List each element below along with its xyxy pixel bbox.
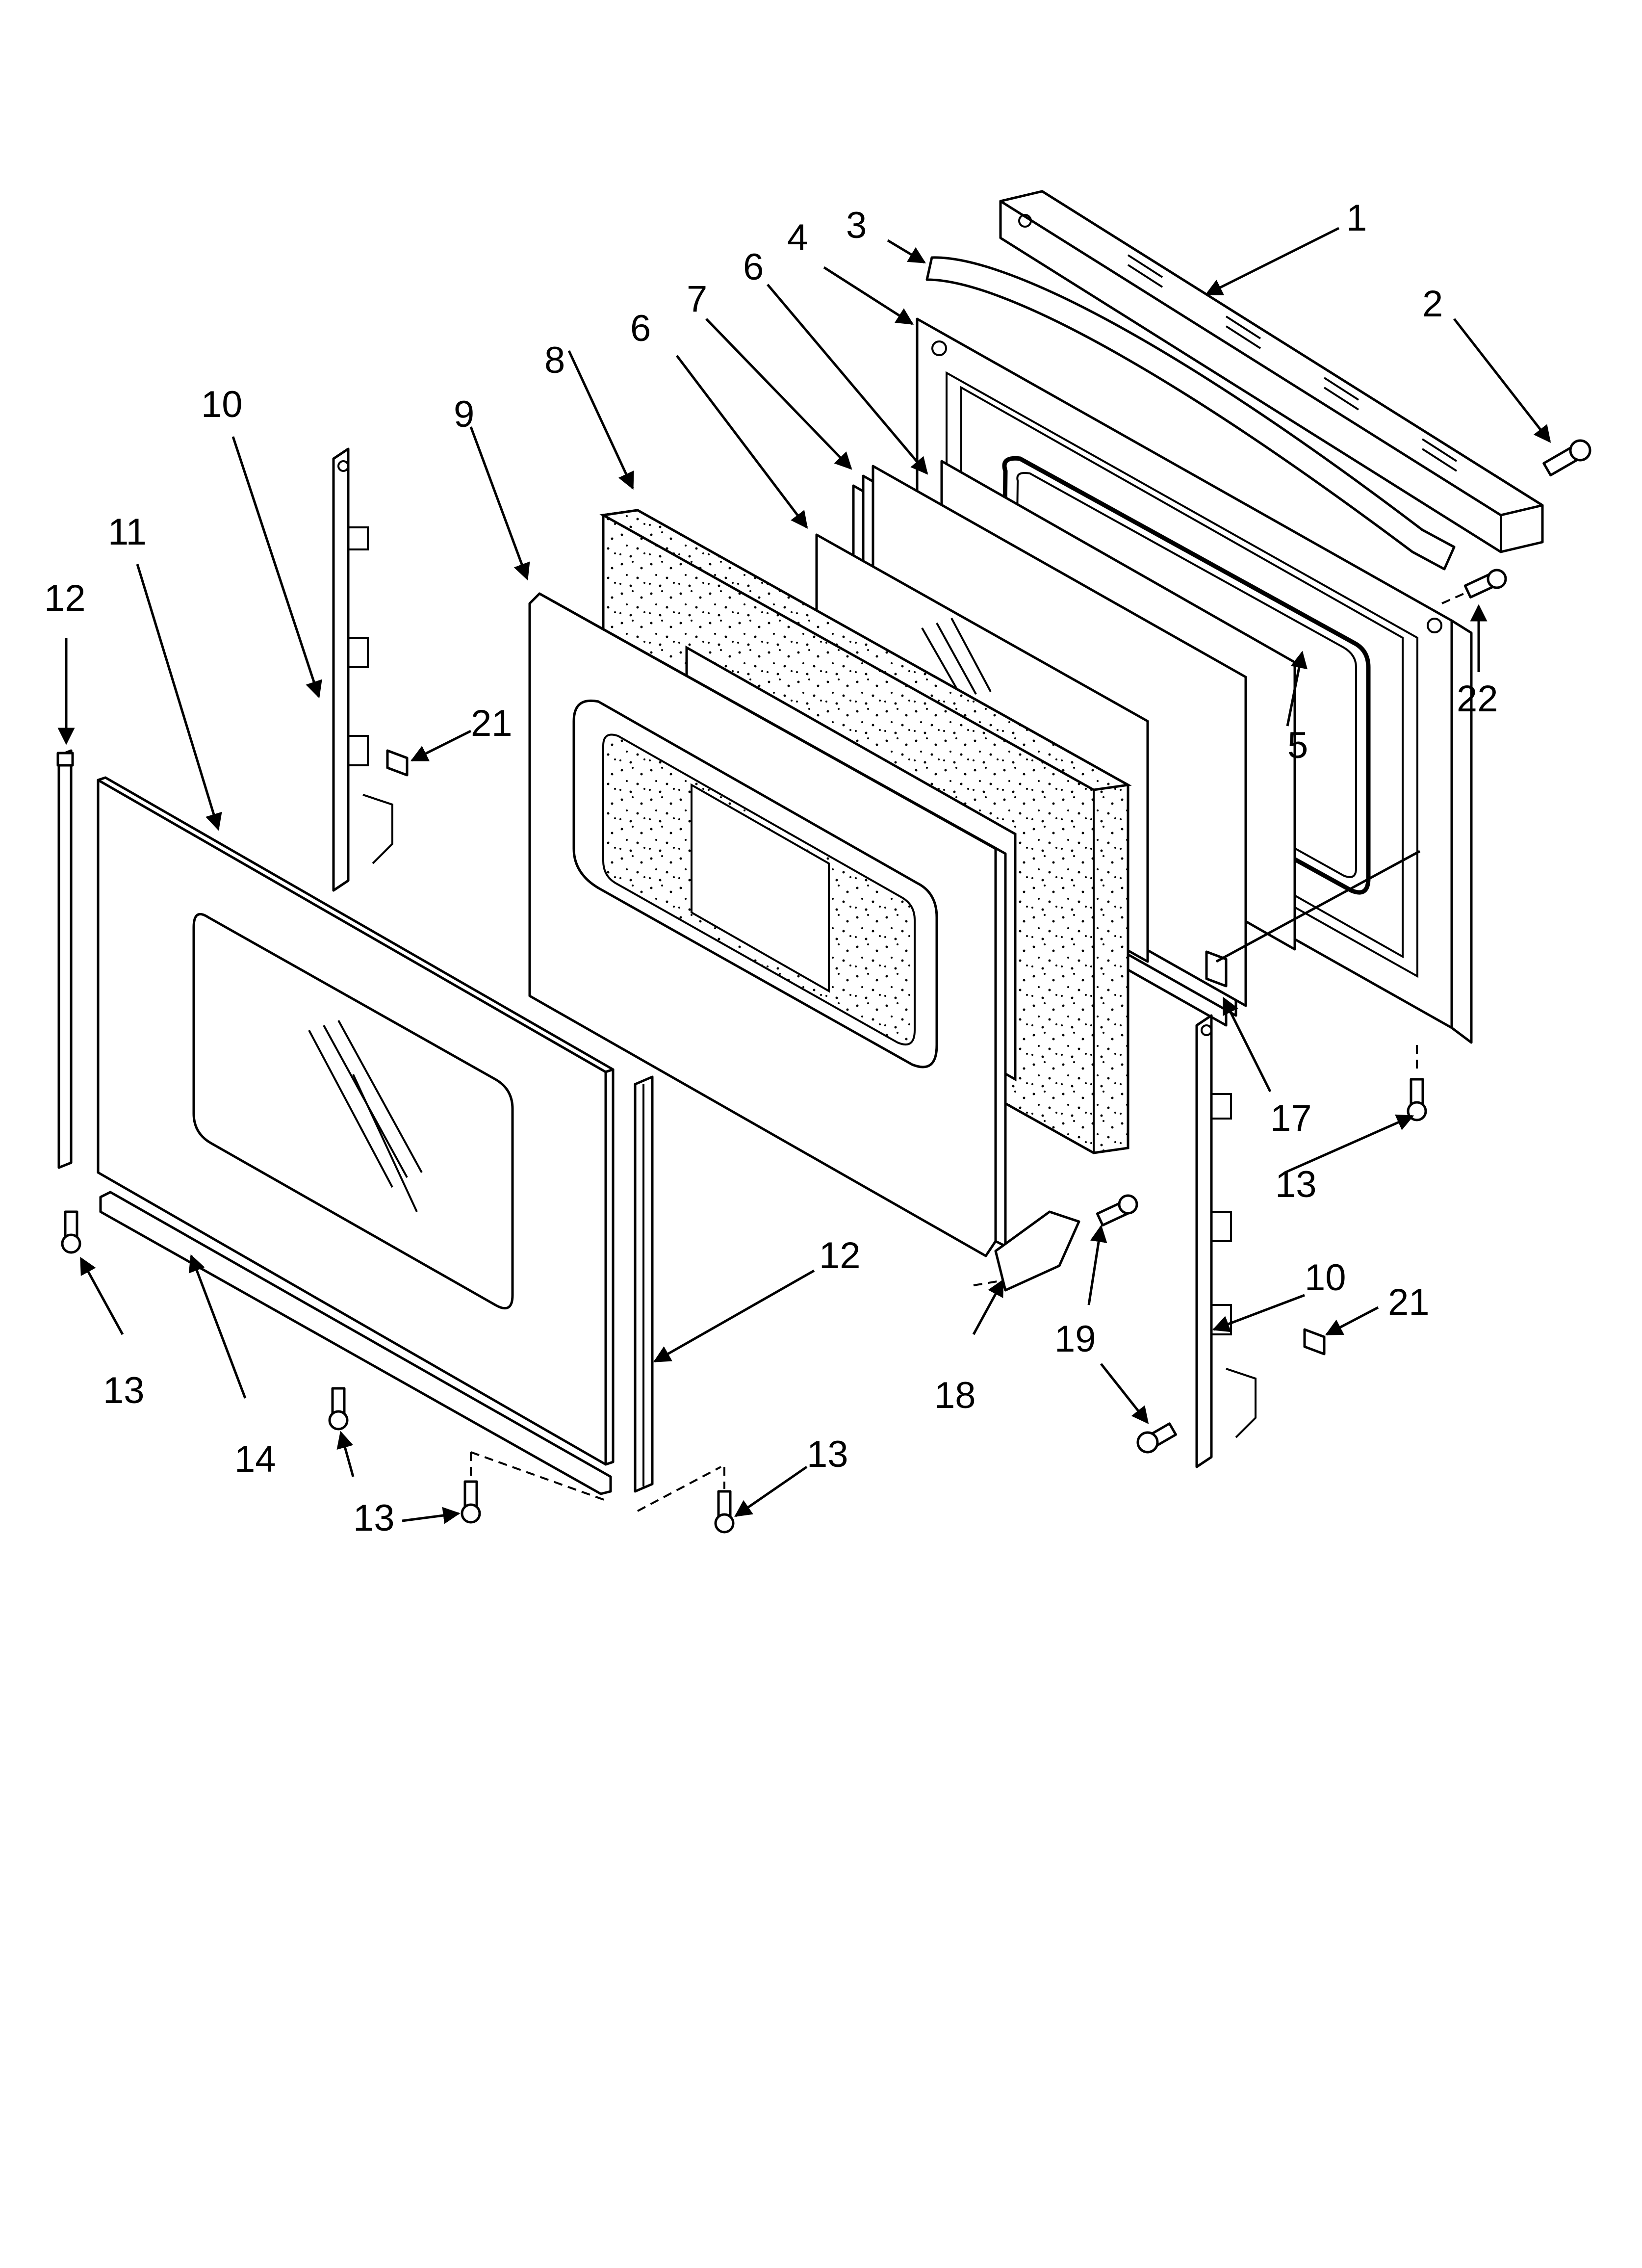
callout-21-lower: 21 [1388, 1281, 1430, 1323]
screw-part-13-b [328, 1387, 349, 1431]
bottom-trim-part-14 [99, 1191, 612, 1495]
screw-part-22 [1463, 569, 1507, 599]
callout-11: 11 [108, 511, 147, 553]
callout-14: 14 [234, 1438, 276, 1480]
callout-8: 8 [544, 339, 565, 381]
callout-21-upper: 21 [471, 703, 513, 744]
leader-lines [57, 227, 1551, 1524]
callout-1: 1 [1346, 197, 1367, 239]
door-liner-part-9 [528, 592, 1007, 1257]
callout-labels: 1 2 3 4 5 6 6 7 8 9 10 10 11 12 12 13 13… [44, 197, 1498, 1539]
callout-3: 3 [846, 205, 867, 246]
hinge-part-10-right [1195, 1014, 1257, 1468]
callout-12-right: 12 [819, 1235, 861, 1277]
callout-22: 22 [1457, 678, 1498, 720]
bracket-part-17 [1205, 950, 1228, 988]
bracket-part-18 [994, 1210, 1080, 1292]
callout-4: 4 [787, 217, 808, 259]
callout-12-left: 12 [44, 577, 86, 619]
clip-part-21-upper [386, 749, 409, 777]
side-trim-part-12-left [56, 749, 74, 1169]
callout-10-left: 10 [201, 384, 243, 425]
screw-part-19-lower [1136, 1422, 1177, 1454]
callout-13-right: 13 [1275, 1164, 1317, 1205]
callout-2: 2 [1422, 283, 1443, 325]
screw-part-13-e [1407, 1078, 1427, 1121]
callout-10-right: 10 [1305, 1257, 1346, 1299]
callout-17: 17 [1270, 1097, 1312, 1139]
alignment-lines [470, 593, 1464, 1512]
screw-part-2 [1542, 439, 1591, 477]
outer-door-panel-part-11 [97, 776, 615, 1466]
clip-part-21-lower [1303, 1328, 1326, 1356]
screw-part-13-c [461, 1480, 481, 1524]
callout-13-bottom: 13 [353, 1497, 395, 1539]
callout-18: 18 [934, 1375, 976, 1416]
screw-part-13-a [61, 1210, 81, 1254]
hinge-part-10-left [332, 447, 393, 892]
callout-9: 9 [454, 393, 474, 435]
callout-7: 7 [687, 278, 707, 320]
callout-19: 19 [1054, 1318, 1096, 1360]
screw-part-13-d [714, 1490, 735, 1534]
vent-trim-part-1 [999, 190, 1544, 553]
callout-5: 5 [1287, 725, 1308, 766]
callout-13-middle: 13 [807, 1434, 848, 1475]
side-trim-part-12-right [634, 1075, 654, 1493]
callout-13-left: 13 [103, 1370, 145, 1411]
screw-part-19-upper [1096, 1194, 1138, 1226]
door-handle-part-3 [925, 256, 1456, 571]
callout-6-lower: 6 [630, 308, 651, 349]
callout-6-upper: 6 [743, 246, 764, 288]
